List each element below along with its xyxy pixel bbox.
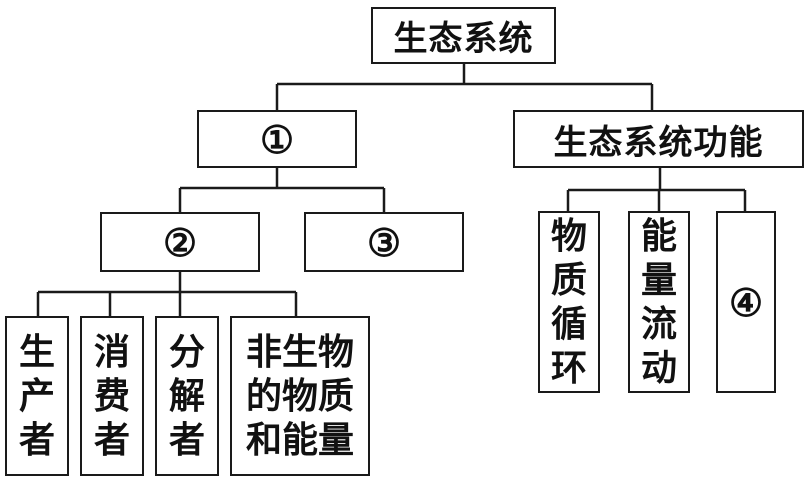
node-consumer-label: 消 费 者	[93, 331, 130, 461]
node-decomposer-label: 分 解 者	[168, 331, 205, 461]
node-abiotic: 非生物 的物质 和能量	[230, 316, 370, 476]
node-information: ④	[716, 211, 776, 393]
node-abiotic-label: 非生物 的物质 和能量	[245, 331, 354, 461]
node-nutrition-structure: ③	[304, 212, 464, 272]
node-producer-label: 生 产 者	[18, 331, 55, 461]
node-decomposer: 分 解 者	[155, 316, 219, 476]
node-energy-flow-label: 能 量 流 动	[640, 215, 677, 389]
node-producer: 生 产 者	[5, 316, 69, 476]
node-information-label: ④	[728, 279, 764, 325]
node-ecosystem-label: 生态系统	[393, 19, 534, 59]
node-ecosystem-function: 生态系统功能	[513, 110, 804, 168]
node-material-cycle-label: 物 质 循 环	[550, 215, 587, 389]
node-components: ②	[100, 212, 260, 272]
node-structure-label: ①	[259, 116, 295, 162]
node-ecosystem: 生态系统	[371, 7, 556, 64]
node-consumer: 消 费 者	[80, 316, 144, 476]
node-components-label: ②	[162, 219, 198, 265]
node-structure: ①	[197, 110, 357, 168]
node-material-cycle: 物 质 循 环	[538, 211, 600, 393]
node-energy-flow: 能 量 流 动	[628, 211, 690, 393]
node-ecosystem-function-label: 生态系统功能	[553, 122, 764, 163]
node-nutrition-structure-label: ③	[366, 219, 402, 265]
